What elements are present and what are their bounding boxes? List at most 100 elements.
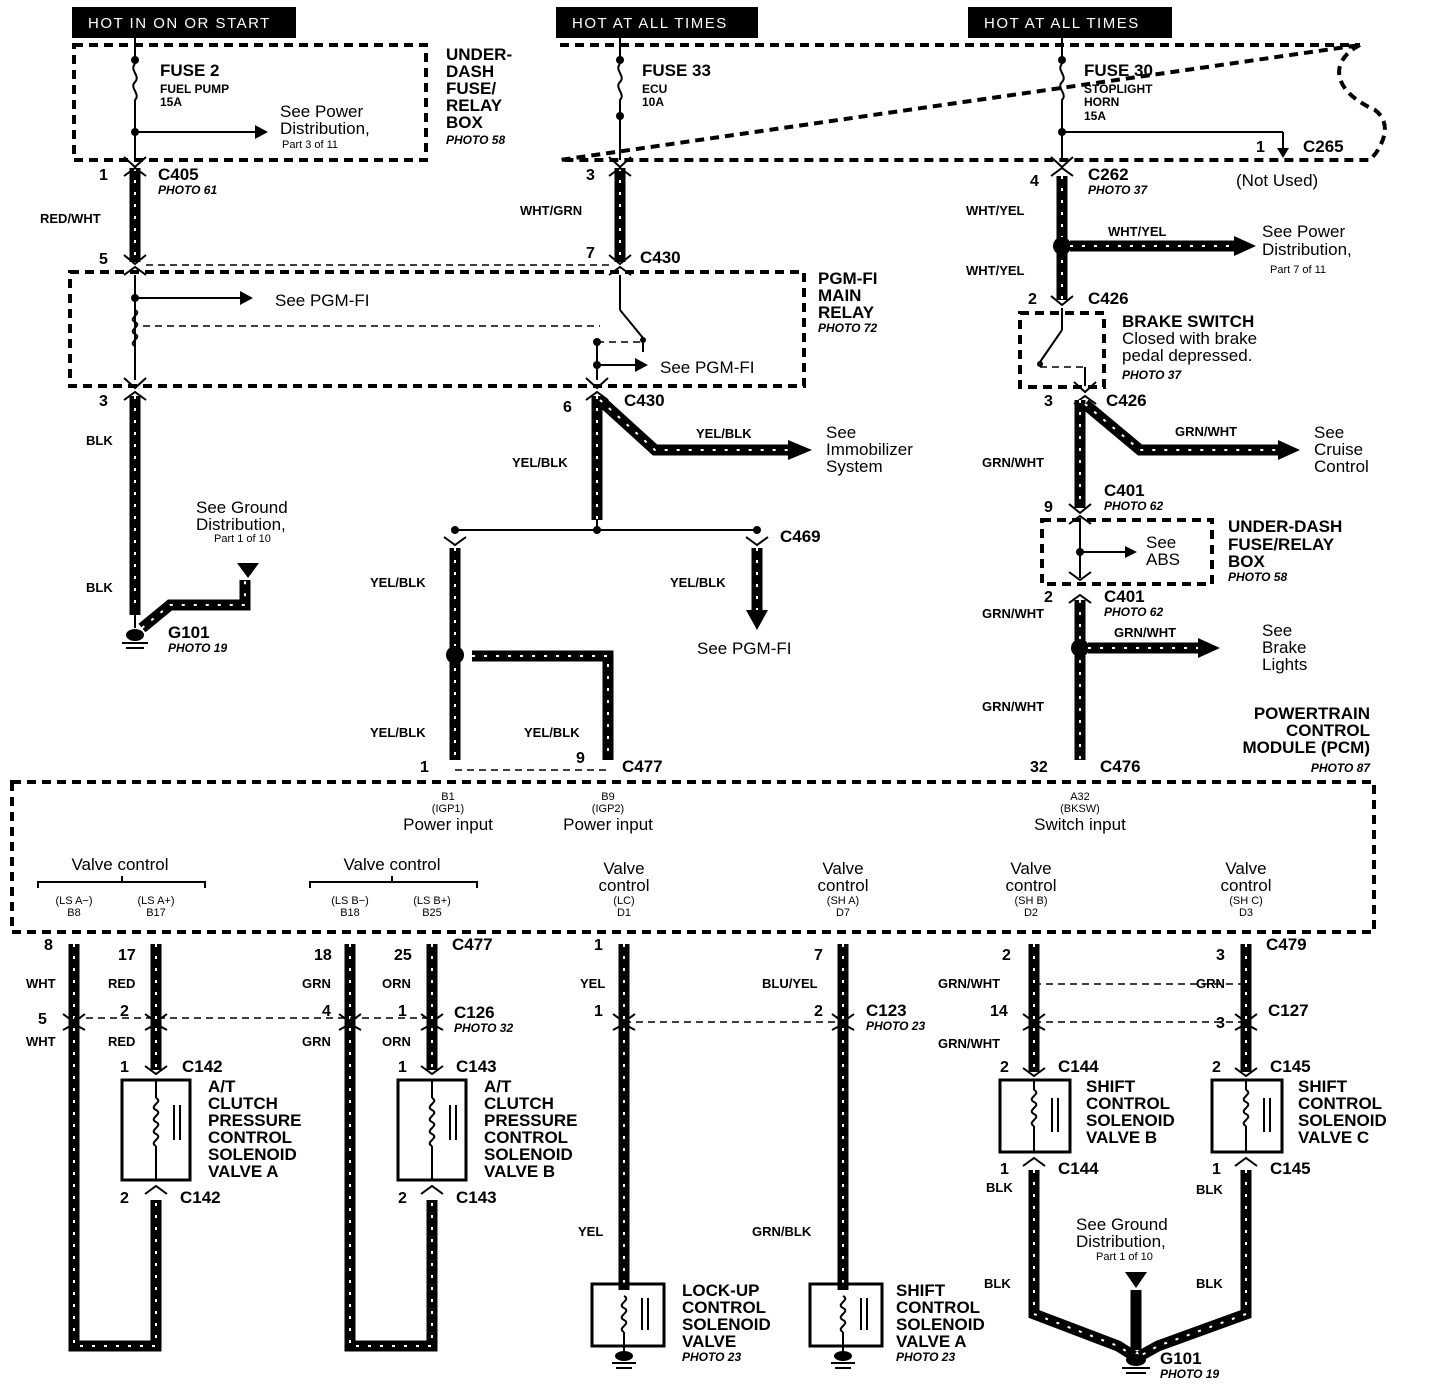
valve-word-shc: Valve xyxy=(1225,859,1266,878)
wire-label-yel-2: YEL xyxy=(578,1224,603,1239)
wire-label-grn-1: GRN xyxy=(302,976,331,991)
pcm-sig-b9: (IGP2) xyxy=(592,803,624,815)
wire-label-blu-yel: BLU/YEL xyxy=(762,976,818,991)
c262-name: C262 xyxy=(1088,165,1129,184)
c476-name: C476 xyxy=(1100,757,1141,776)
see-cruise-l2: Cruise xyxy=(1314,440,1363,459)
pcm-l2: CONTROL xyxy=(1286,721,1370,740)
c430-pin-3-top: 3 xyxy=(586,167,595,184)
shift-c-l1: SHIFT xyxy=(1298,1077,1348,1096)
c401-pin-9: 9 xyxy=(1044,499,1053,516)
pcm-term-d7: D7 xyxy=(836,907,850,919)
solenoid-shift-c xyxy=(1210,1067,1284,1167)
g101-right-photo: PHOTO 19 xyxy=(1160,1367,1219,1381)
relay-contact-icon xyxy=(619,309,644,339)
brake-switch-l1: Closed with brake xyxy=(1122,329,1257,348)
c405-name: C405 xyxy=(158,165,199,184)
brake-switch-box xyxy=(1018,311,1106,389)
underdash-label-l2: DASH xyxy=(446,62,494,81)
wire-label-orn-2: ORN xyxy=(382,1034,411,1049)
see-immobilizer-l1: See xyxy=(826,423,856,442)
c262-photo: PHOTO 37 xyxy=(1088,183,1148,197)
control-word-shc: control xyxy=(1220,876,1271,895)
pin-c143-2: 2 xyxy=(398,1190,407,1207)
c430-pin-3-bot: 3 xyxy=(99,393,108,410)
underdash-fuse-box-2 xyxy=(1040,518,1214,586)
wire-blk-left xyxy=(129,396,251,633)
pcm-sig-b25: (LS B+) xyxy=(413,895,451,907)
header-label-3: HOT AT ALL TIMES xyxy=(984,15,1140,32)
pin-d7-7: 7 xyxy=(814,947,823,964)
wire-label-yel-blk-6: YEL/BLK xyxy=(524,725,580,740)
arrow-right-icon xyxy=(1125,546,1137,558)
arrow-right-icon xyxy=(788,440,812,460)
pcm-sig-b8: (LS A−) xyxy=(56,895,93,907)
c405-photo: PHOTO 61 xyxy=(158,183,217,197)
c476-pin-32: 32 xyxy=(1030,759,1048,776)
solenoid-coil-icon xyxy=(620,1295,628,1333)
clutch-a-l5: SOLENOID xyxy=(208,1145,297,1164)
c401-pin-2: 2 xyxy=(1044,589,1053,606)
see-immobilizer-l3: System xyxy=(826,457,883,476)
solenoid-shift-a xyxy=(808,1282,884,1369)
wire-label-grn-wht-1: GRN/WHT xyxy=(982,455,1044,470)
pcm-photo: PHOTO 87 xyxy=(1311,761,1371,775)
shift-c-l4: VALVE C xyxy=(1298,1128,1369,1147)
see-cruise-l3: Control xyxy=(1314,457,1369,476)
fuse-33-name: FUSE 33 xyxy=(642,61,711,80)
wire-grn-wht-upper xyxy=(1074,399,1300,508)
pcm-sig-d3: (SH C) xyxy=(1229,895,1263,907)
wire-label-red-2: RED xyxy=(108,1034,135,1049)
pcm-l3: MODULE (PCM) xyxy=(1243,738,1370,757)
c477-name-bot: C477 xyxy=(452,935,493,954)
valve-bracket-ls-b xyxy=(309,876,478,888)
underdash-box-2-l1: UNDER-DASH xyxy=(1228,517,1342,536)
wire-label-wht-yel-1: WHT/YEL xyxy=(966,203,1025,218)
shift-b-l4: VALVE B xyxy=(1086,1128,1157,1147)
solenoid-clutch-b xyxy=(396,1065,468,1195)
pin-c123-1: 1 xyxy=(594,1003,603,1020)
c405-pin-1: 1 xyxy=(99,167,108,184)
pin-c126-4: 4 xyxy=(322,1003,331,1020)
brake-switch-icon xyxy=(1037,308,1086,386)
shift-c-l2: CONTROL xyxy=(1298,1094,1382,1113)
pin-c144-2: 2 xyxy=(1000,1059,1009,1076)
underdash-box-2-l3: BOX xyxy=(1228,552,1266,571)
pcm-sig-b17: (LS A+) xyxy=(138,895,175,907)
pgmfi-relay-box xyxy=(68,270,806,388)
arrow-down-icon xyxy=(746,610,768,630)
see-brake-lights-l3: Lights xyxy=(1262,655,1307,674)
c143-name-bot: C143 xyxy=(456,1188,497,1207)
see-ground-1-l1: See Ground xyxy=(196,498,288,517)
clutch-a-l1: A/T xyxy=(208,1077,236,1096)
c265-pin: 1 xyxy=(1256,139,1265,156)
g101-left-name: G101 xyxy=(168,623,210,642)
pcm-term-b8: B8 xyxy=(67,907,80,919)
see-ground-1-l3: Part 1 of 10 xyxy=(214,533,271,545)
clutch-b-l6: VALVE B xyxy=(484,1162,555,1181)
lockup-l2: CONTROL xyxy=(682,1298,766,1317)
arrow-right-icon xyxy=(1198,638,1220,658)
c426-name-bot: C426 xyxy=(1106,391,1147,410)
underdash-box-2-photo: PHOTO 58 xyxy=(1228,570,1287,584)
fuse-30-name: FUSE 30 xyxy=(1084,61,1153,80)
clutch-b-l2: CLUTCH xyxy=(484,1094,554,1113)
header-box-3 xyxy=(968,7,1172,38)
pcm-term-b25: B25 xyxy=(422,907,442,919)
see-immobilizer-l2: Immobilizer xyxy=(826,440,913,459)
see-power-2-l1: See Power xyxy=(1262,222,1345,241)
pcm-term-d3: D3 xyxy=(1239,907,1253,919)
solenoid-lockup xyxy=(590,1282,666,1369)
wire-label-wht-2: WHT xyxy=(26,1034,56,1049)
pcm-term-b1: B1 xyxy=(441,791,454,803)
solenoid-coil-icon xyxy=(428,1097,436,1147)
ground-icon xyxy=(834,1351,852,1361)
fuse-30-circuit2: HORN xyxy=(1084,95,1119,109)
c262-pin-4: 4 xyxy=(1030,173,1039,190)
see-pgmfi-2: See PGM-FI xyxy=(660,358,754,377)
splice-c469 xyxy=(443,520,769,547)
wire-label-blk-1: BLK xyxy=(86,433,113,448)
see-power-1-l1: See Power xyxy=(280,102,363,121)
wire-label-blk-3: BLK xyxy=(986,1180,1013,1195)
